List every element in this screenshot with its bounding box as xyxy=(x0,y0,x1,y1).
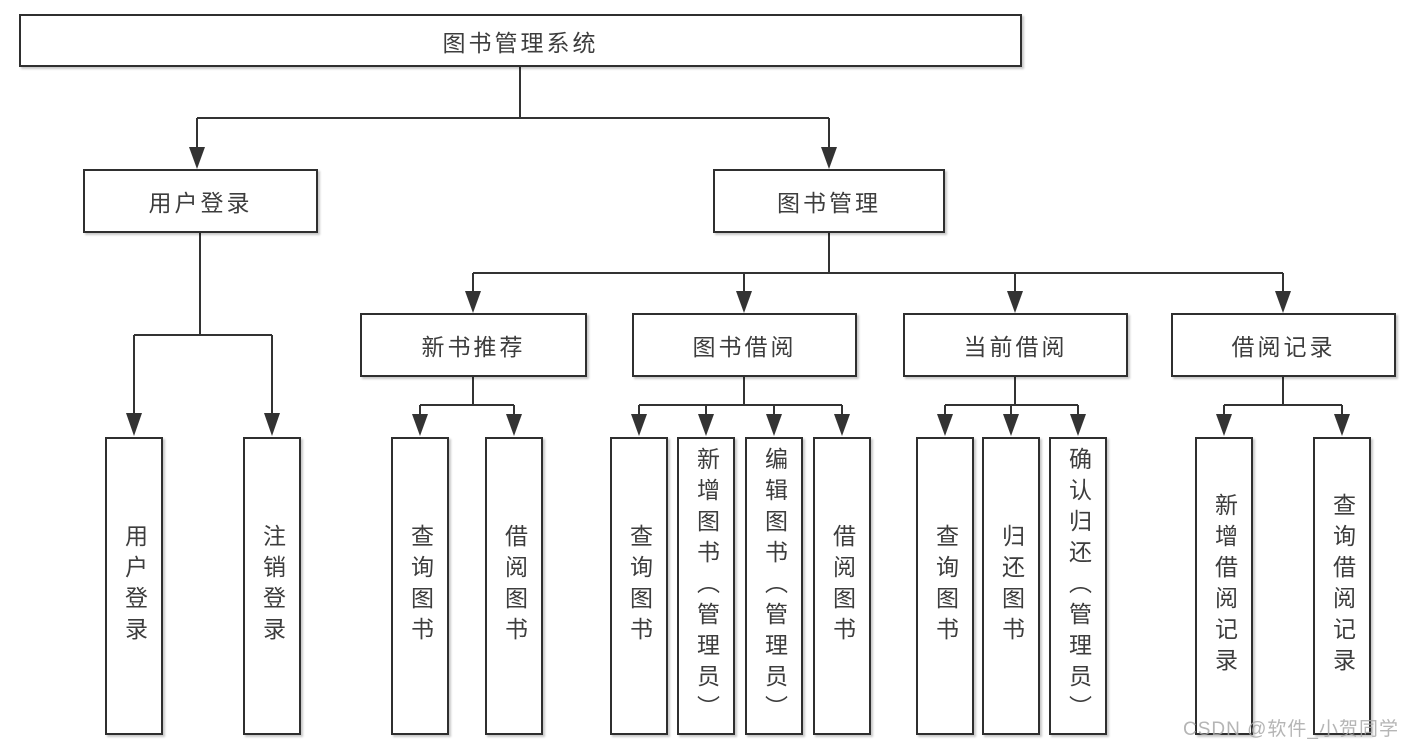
watermark: CSDN @软件_小贺同学 xyxy=(1183,719,1399,740)
leaf-borrow-books-recommend: 借阅图书 xyxy=(485,437,543,735)
leaf-user-login: 用户登录 xyxy=(105,437,163,735)
connector-borrow-records-to-leaves xyxy=(1216,377,1350,436)
connector-book-management-to-level3 xyxy=(465,233,1291,313)
node-root: 图书管理系统 xyxy=(19,14,1022,67)
leaf-return-book: 归还图书 xyxy=(982,437,1040,735)
node-borrow-records: 借阅记录 xyxy=(1171,313,1396,377)
leaf-confirm-return-admin: 确认归还（管理员） xyxy=(1049,437,1107,735)
leaf-edit-book-admin: 编辑图书（管理员） xyxy=(745,437,803,735)
leaf-add-borrow-record: 新增借阅记录 xyxy=(1195,437,1253,735)
leaf-add-book-admin: 新增图书（管理员） xyxy=(677,437,735,735)
node-current-borrow: 当前借阅 xyxy=(903,313,1128,377)
leaf-logout: 注销登录 xyxy=(243,437,301,735)
connector-user-login-to-leaves xyxy=(126,233,280,436)
node-user-login: 用户登录 xyxy=(83,169,318,233)
node-book-management: 图书管理 xyxy=(713,169,945,233)
leaf-query-books-recommend: 查询图书 xyxy=(391,437,449,735)
connector-current-borrow-to-leaves xyxy=(937,377,1086,436)
leaf-query-borrow-record: 查询借阅记录 xyxy=(1313,437,1371,735)
connector-root-to-level2 xyxy=(189,67,837,169)
node-new-book-recommend: 新书推荐 xyxy=(360,313,587,377)
leaf-borrow-books-borrow: 借阅图书 xyxy=(813,437,871,735)
leaf-query-books-current: 查询图书 xyxy=(916,437,974,735)
connector-new-book-recommend-to-leaves xyxy=(412,377,522,436)
leaf-query-books-borrow: 查询图书 xyxy=(610,437,668,735)
connector-book-borrow-to-leaves xyxy=(631,377,850,436)
node-book-borrow: 图书借阅 xyxy=(632,313,857,377)
